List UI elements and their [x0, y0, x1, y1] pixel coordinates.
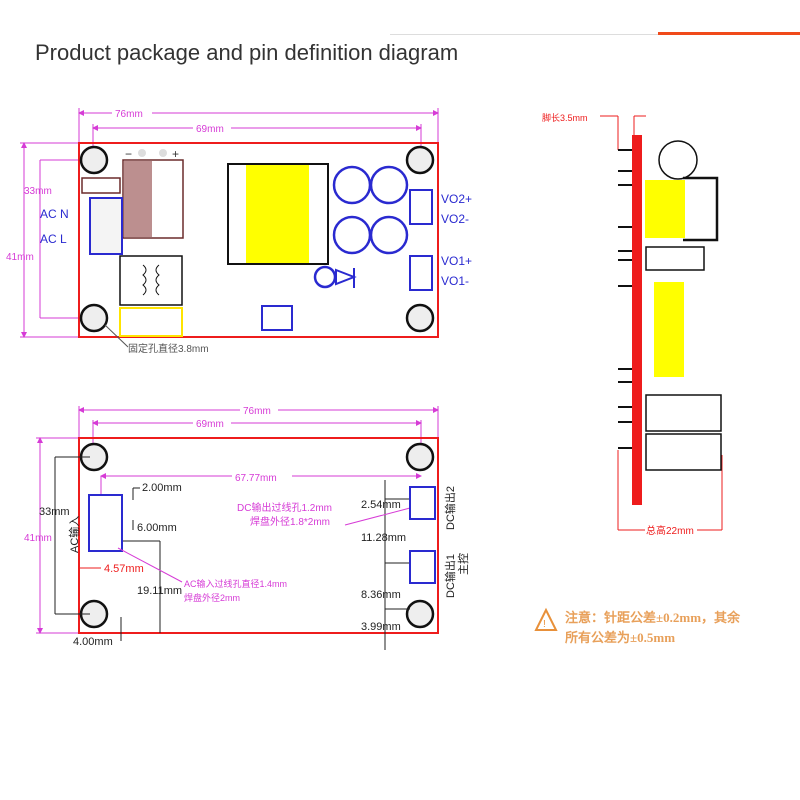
ac-offset-dimension: 4.57mm: [104, 563, 144, 575]
side-view: 脚长3.5mm 总高22mm: [542, 112, 723, 537]
pin-span-dimension: 67.77mm: [235, 473, 277, 484]
top-width-76: 76mm: [115, 109, 143, 120]
side-capacitor: [658, 140, 698, 180]
yellow-footprint: [119, 307, 183, 337]
svg-text:+: +: [172, 147, 179, 161]
page-title: Product package and pin definition diagr…: [35, 40, 459, 65]
bottom-height-41: 41mm: [24, 533, 52, 544]
hole-diameter-note: 固定孔直径3.8mm: [128, 342, 209, 355]
dc-hole-note-1: DC输出过线孔1.2mm: [237, 501, 332, 514]
top-width-69: 69mm: [196, 124, 224, 135]
dc-out2-label: DC输出2: [443, 486, 457, 530]
bottom-width-76: 76mm: [243, 406, 271, 417]
dc-edge-dimension: 3.99mm: [361, 621, 401, 633]
total-height-dimension: 总高22mm: [646, 524, 694, 537]
side-connector-2: [645, 433, 722, 471]
side-component: [645, 246, 705, 271]
vo1-connector[interactable]: [409, 255, 433, 291]
ac-bottom-dimension: 19.11mm: [137, 585, 182, 597]
vo2-minus-label: VO2-: [441, 212, 469, 226]
small-transformer: [119, 255, 183, 306]
ac-note-leader: [117, 547, 183, 583]
dc-pitch-dimension: 2.54mm: [361, 499, 401, 511]
dc-out1-footprint[interactable]: [409, 550, 436, 584]
ac-hole-note-1: AC输入过线孔直径1.4mm: [184, 578, 287, 589]
warning-icon: [534, 607, 558, 631]
header-accent-bar: [658, 32, 800, 35]
diode-symbol: [335, 268, 357, 288]
ac-n-label: AC N: [40, 207, 69, 221]
vo2-connector[interactable]: [409, 189, 433, 225]
dc-out1-label: DC输出1: [443, 554, 457, 598]
note-line-1: 注意：针距公差±0.2mm，其余: [565, 610, 741, 625]
header-divider: [390, 34, 800, 35]
pin-length-dimension: 脚长3.5mm: [542, 112, 588, 123]
tolerance-note: ! 注意：针距公差±0.2mm，其余 所有公差为±0.5mm: [534, 607, 741, 645]
ac-hole-note-2: 焊盘外径2mm: [184, 592, 240, 603]
mounting-holes-top: [79, 145, 435, 333]
top-height-33: 33mm: [24, 186, 52, 197]
ac-input-footprint[interactable]: [88, 494, 123, 552]
bottom-view: 76mm 69mm 41mm 67.77mm 33mm AC输入 2.: [24, 404, 470, 650]
vo1-plus-label: VO1+: [441, 254, 472, 268]
top-board-outline: [78, 142, 439, 338]
top-height-41: 41mm: [6, 252, 34, 263]
resistor-component: [81, 177, 121, 194]
transformer-core: [246, 165, 309, 263]
dc-bottom-dimension: 8.36mm: [361, 589, 401, 601]
svg-text:−: −: [125, 147, 132, 161]
side-transformer-core: [645, 180, 685, 238]
svg-text:!: !: [543, 619, 546, 630]
top-view: 76mm 69mm 41mm 33mm − + AC N AC L: [6, 107, 472, 355]
note-line-2: 所有公差为±0.5mm: [565, 630, 675, 645]
side-pins: [618, 149, 632, 449]
bottom-board-outline: [78, 437, 439, 634]
bottom-black-dimensions: [54, 456, 410, 650]
mounting-holes-bottom: [79, 442, 435, 629]
dc-hole-note-2: 焊盘外径1.8*2mm: [250, 515, 330, 528]
dc-out2-footprint[interactable]: [409, 486, 436, 520]
dc-out1-sublabel: 主控: [456, 553, 470, 575]
ic-u2: [261, 305, 293, 331]
dc-note-leader: [344, 507, 411, 526]
ac-input-connector[interactable]: [89, 197, 123, 255]
top-dimension-lines: [20, 108, 439, 338]
bottom-width-69: 69mm: [196, 419, 224, 430]
vo2-plus-label: VO2+: [441, 192, 472, 206]
bottom-height-33: 33mm: [39, 506, 70, 518]
dc-gap-dimension: 11.28mm: [361, 532, 406, 544]
capacitors: [313, 165, 409, 289]
ac-gap-dimension: 6.00mm: [137, 522, 177, 534]
hole-offset-dimension: 4.00mm: [73, 636, 113, 648]
vo1-minus-label: VO1-: [441, 274, 469, 288]
side-connector-1: [645, 394, 722, 432]
ac-input-label: AC输入: [67, 516, 81, 553]
side-board: [632, 135, 642, 505]
ac-pitch-dimension: 2.00mm: [142, 482, 182, 494]
ac-l-label: AC L: [40, 232, 67, 246]
side-yellow-block: [654, 282, 684, 377]
heatsink-hatch: [124, 161, 152, 237]
